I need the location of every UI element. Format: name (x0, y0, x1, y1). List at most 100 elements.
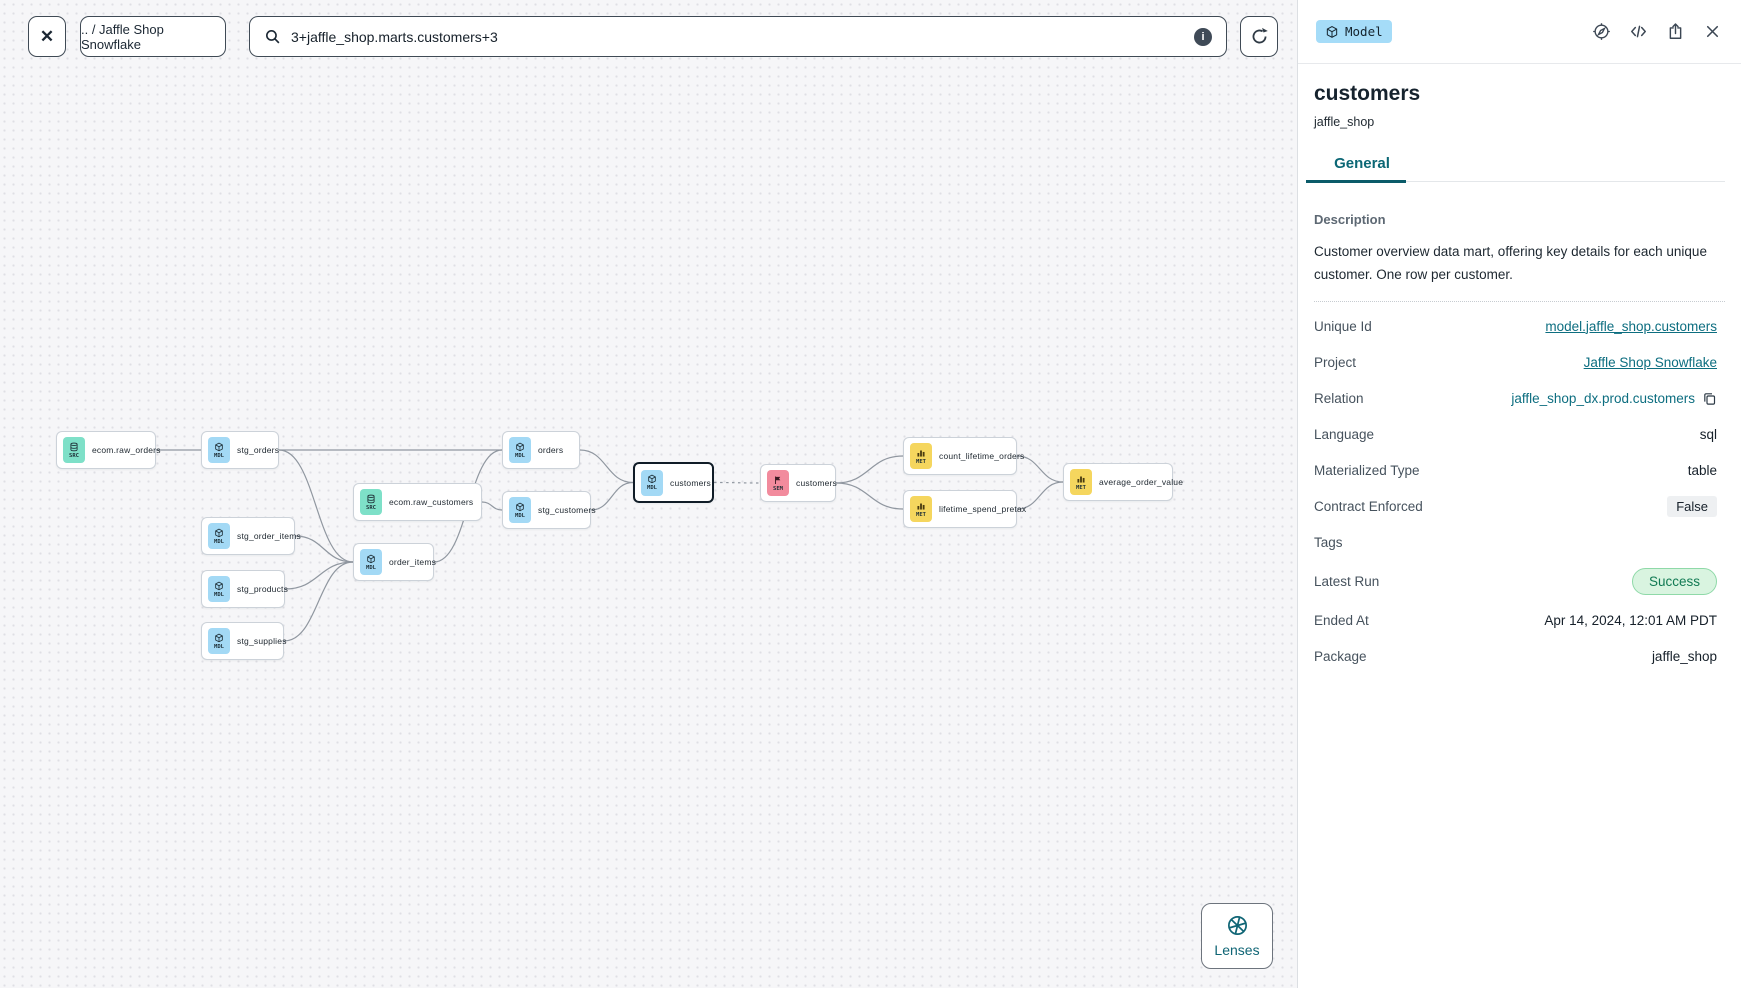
graph-node-average_order_value[interactable]: MET average_order_value (1063, 463, 1183, 501)
cube-badge: MDL (208, 437, 230, 463)
description-heading: Description (1314, 212, 1386, 227)
copy-icon[interactable] (1702, 391, 1717, 406)
node-label: lifetime_spend_pretax (939, 504, 1027, 514)
database-badge: SRC (63, 437, 85, 463)
field-row: Unique Id model.jaffle_shop.customers (1314, 308, 1725, 344)
node-label: stg_orders (237, 445, 280, 455)
lenses-button[interactable]: Lenses (1201, 903, 1273, 969)
details-panel: Model (1297, 0, 1741, 988)
graph-node-stg_order_items[interactable]: MDL stg_order_items (201, 517, 301, 555)
field-row: Tags (1314, 524, 1725, 560)
lineage-selector-input[interactable]: 3+jaffle_shop.marts.customers+3 i (249, 16, 1227, 57)
page-title: customers (1314, 82, 1421, 105)
field-label: Latest Run (1314, 573, 1380, 589)
cube-badge: MDL (641, 469, 663, 496)
field-label: Project (1314, 354, 1357, 370)
node-label: stg_order_items (237, 531, 301, 541)
flag-badge: SEM (767, 470, 789, 496)
graph-node-customers_sem[interactable]: SEM customers (760, 464, 838, 502)
node-label: count_lifetime_orders (939, 451, 1025, 461)
code-icon[interactable] (1627, 21, 1649, 43)
lenses-icon (1226, 914, 1249, 937)
search-icon (264, 28, 281, 45)
edge-count_lifetime_orders-to-average_order_value (1016, 455, 1064, 483)
edge-stg_supplies-to-order_items (283, 561, 354, 642)
tab-bar: General (1306, 155, 1725, 183)
explore-compass-icon[interactable] (1590, 21, 1612, 43)
cube-icon (1325, 25, 1339, 39)
edge-ecom_raw_customers-to-stg_customers (481, 501, 503, 511)
cube-badge: MDL (360, 549, 382, 575)
cube-badge: MDL (208, 523, 230, 549)
field-value-link[interactable]: Jaffle Shop Snowflake (1583, 354, 1717, 370)
node-label: order_items (389, 557, 437, 567)
tab-general-label: General (1334, 155, 1390, 172)
graph-node-stg_customers[interactable]: MDL stg_customers (502, 491, 596, 529)
edge-customers_sem-to-count_lifetime_orders (835, 455, 904, 484)
field-value: jaffle_shop (1651, 648, 1717, 664)
graph-node-stg_orders[interactable]: MDL stg_orders (201, 431, 279, 469)
graph-node-count_lifetime_orders[interactable]: MET count_lifetime_orders (903, 437, 1024, 475)
field-label: Unique Id (1314, 318, 1372, 334)
field-label: Contract Enforced (1314, 498, 1423, 514)
field-value-link[interactable]: model.jaffle_shop.customers (1545, 318, 1717, 334)
field-label: Relation (1314, 390, 1364, 406)
graph-node-customers[interactable]: MDL customers (633, 462, 714, 503)
chart-badge: MET (1070, 469, 1092, 495)
graph-node-orders[interactable]: MDL orders (502, 431, 580, 469)
lenses-label: Lenses (1214, 942, 1260, 958)
graph-node-ecom_raw_orders[interactable]: SRC ecom.raw_orders (56, 431, 160, 469)
graph-node-stg_products[interactable]: MDL stg_products (201, 570, 289, 608)
info-icon[interactable]: i (1194, 27, 1212, 46)
close-icon: ✕ (39, 26, 55, 46)
cube-badge: MDL (509, 497, 531, 523)
node-label: average_order_value (1099, 477, 1184, 487)
refresh-icon (1250, 27, 1269, 46)
chart-badge: MET (910, 496, 932, 522)
field-value: table (1687, 462, 1717, 478)
node-label: orders (538, 445, 564, 455)
graph-node-order_items[interactable]: MDL order_items (353, 543, 437, 581)
node-label: stg_customers (538, 505, 596, 515)
share-icon[interactable] (1664, 21, 1686, 43)
edge-stg_customers-to-customers (590, 481, 634, 511)
node-label: ecom.raw_orders (92, 445, 161, 455)
field-label: Tags (1314, 534, 1343, 550)
breadcrumb[interactable]: .. / Jaffle Shop Snowflake (80, 16, 226, 57)
close-panel-icon[interactable] (1701, 21, 1723, 43)
chart-badge: MET (910, 443, 932, 469)
tab-general[interactable]: General (1306, 155, 1410, 183)
node-label: ecom.raw_customers (389, 497, 474, 507)
description-text: Customer overview data mart, offering ke… (1314, 244, 1707, 282)
cube-badge: MDL (208, 628, 230, 654)
model-badge-label: Model (1345, 24, 1383, 39)
breadcrumb-label: .. / Jaffle Shop Snowflake (81, 21, 164, 52)
panel-header: Model (1298, 0, 1741, 64)
edge-stg_orders-to-order_items (278, 449, 354, 563)
cube-badge: MDL (509, 437, 531, 463)
refresh-button[interactable] (1240, 16, 1278, 57)
node-label: customers (670, 477, 712, 488)
node-label: customers (796, 478, 838, 488)
graph-node-lifetime_spend_pretax[interactable]: MET lifetime_spend_pretax (903, 490, 1026, 528)
edge-stg_order_items-to-order_items (294, 535, 354, 563)
field-value: jaffle_shop_dx.prod.customers (1511, 390, 1695, 406)
database-badge: SRC (360, 489, 382, 515)
field-row: Project Jaffle Shop Snowflake (1314, 344, 1725, 380)
edge-lifetime_spend_pretax-to-average_order_value (1016, 481, 1064, 510)
cube-badge: MDL (208, 576, 230, 602)
field-value: Apr 14, 2024, 12:01 AM PDT (1544, 612, 1717, 628)
page-subtitle: jaffle_shop (1314, 115, 1375, 129)
field-label: Language (1314, 426, 1375, 442)
graph-node-ecom_raw_customers[interactable]: SRC ecom.raw_customers (353, 483, 482, 521)
node-label: stg_products (237, 584, 289, 594)
close-lineage-button[interactable]: ✕ (28, 16, 66, 57)
